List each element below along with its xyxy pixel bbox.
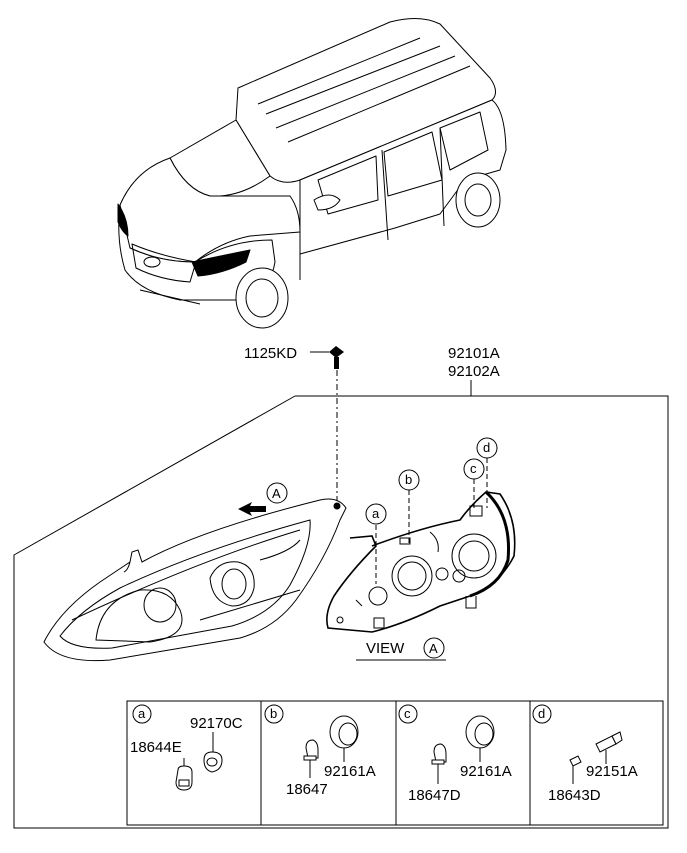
bulb-18647-icon bbox=[303, 739, 319, 778]
bulb-panels bbox=[126, 700, 664, 826]
bulb-18644e-icon bbox=[175, 758, 193, 791]
headlamp-rh-part-number: 92102A bbox=[448, 363, 500, 380]
socket-92151a-icon bbox=[595, 731, 623, 764]
bolt-1125kd bbox=[310, 346, 344, 502]
view-arrow-ref: A bbox=[272, 486, 281, 501]
bulb-18643d-icon bbox=[569, 755, 582, 784]
panel-b-bulb-number: 18647 bbox=[286, 781, 328, 798]
panel-a-bulb-number: 18644E bbox=[130, 739, 182, 756]
view-a-label: VIEW A bbox=[356, 637, 446, 661]
view-label: VIEW bbox=[366, 640, 405, 657]
panel-c-cap-number: 92161A bbox=[460, 763, 512, 780]
panel-c-tag: c bbox=[404, 706, 411, 721]
panel-c-bulb-number: 18647D bbox=[408, 787, 461, 804]
panel-a-tag: a bbox=[138, 706, 146, 721]
headlamp-lh-part-number: 92101A bbox=[448, 345, 500, 362]
socket-92170c-icon bbox=[203, 732, 223, 773]
panel-b: b 92161A 18647 bbox=[264, 704, 376, 798]
view-arrow: A bbox=[238, 482, 288, 516]
dust-cap-92161a-icon bbox=[329, 715, 359, 762]
panel-d-bulb-number: 18643D bbox=[548, 787, 601, 804]
headlamp-assembly bbox=[43, 498, 347, 662]
panel-d-socket-number: 92151A bbox=[586, 763, 638, 780]
panel-b-tag: b bbox=[270, 706, 277, 721]
callout-a: a bbox=[365, 503, 387, 525]
callout-c: c bbox=[463, 458, 485, 480]
panel-d-tag: d bbox=[538, 706, 545, 721]
callout-d: d bbox=[476, 437, 498, 459]
dust-cap-92161a-icon-2 bbox=[465, 715, 495, 762]
panel-c: c 92161A 18647D bbox=[398, 704, 512, 804]
panel-d: d 92151A 18643D bbox=[532, 704, 638, 804]
callout-leaders bbox=[375, 458, 488, 584]
callout-b-label: b bbox=[405, 472, 412, 487]
vehicle-illustration bbox=[117, 18, 507, 329]
headlamp-rear-view bbox=[326, 490, 516, 633]
callout-d-label: d bbox=[483, 440, 490, 455]
panel-a-socket-number: 92170C bbox=[190, 715, 243, 732]
callout-a-label: a bbox=[372, 506, 380, 521]
bolt-part-number: 1125KD bbox=[244, 345, 297, 362]
panel-b-cap-number: 92161A bbox=[324, 763, 376, 780]
bulb-18647d-icon bbox=[431, 743, 447, 784]
view-ref: A bbox=[429, 641, 438, 656]
assembly-frame bbox=[13, 380, 669, 829]
callout-b: b bbox=[398, 469, 420, 491]
panel-a: a 92170C 18644E bbox=[130, 704, 243, 791]
callout-c-label: c bbox=[470, 461, 477, 476]
